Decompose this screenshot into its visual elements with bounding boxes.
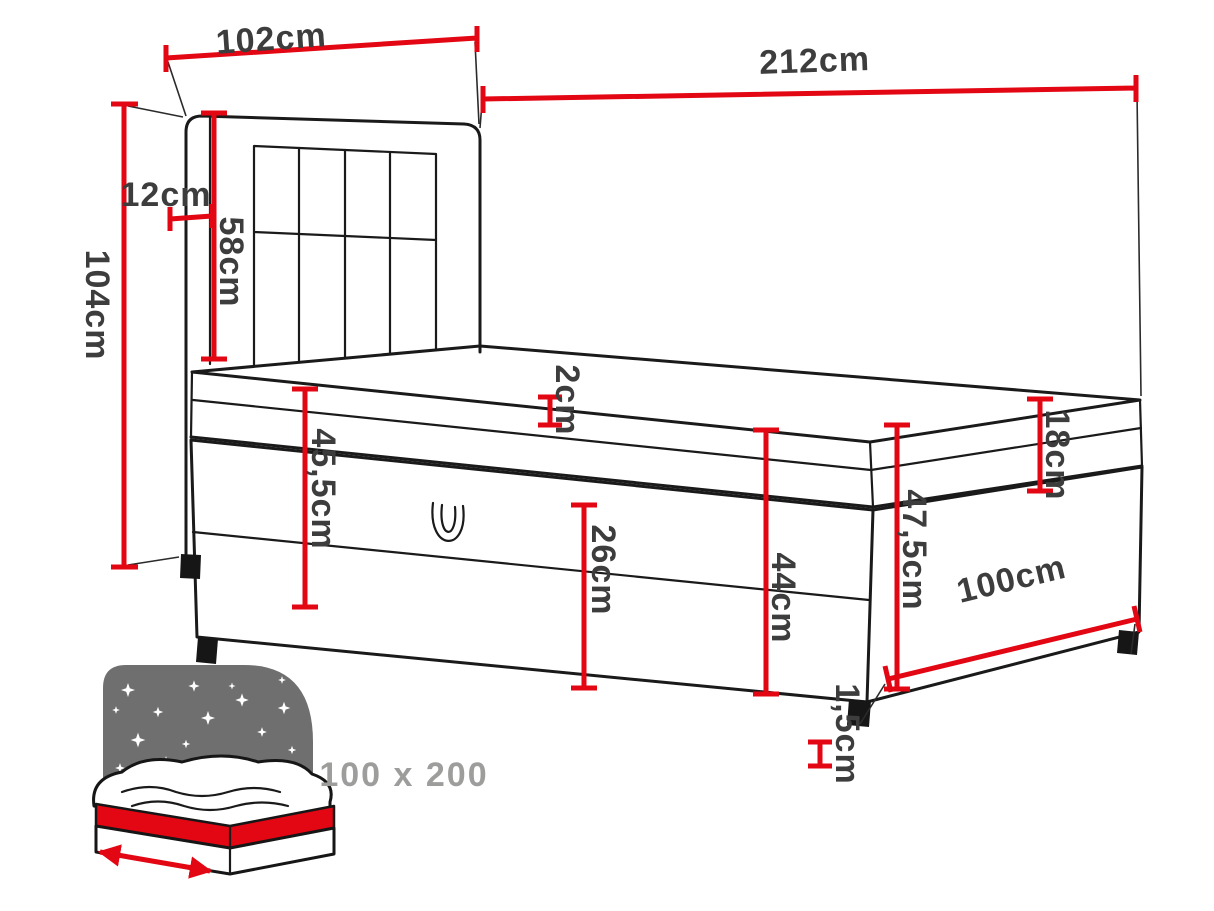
dimension-18-line	[1027, 396, 1053, 494]
dimension-45-5-label: 45,5cm	[304, 428, 342, 549]
dimension-45-5: 45,5cm	[292, 386, 342, 610]
mattress-corner-edges	[189, 370, 1144, 509]
dimension-44-line	[753, 427, 779, 697]
dimension-102: 102cm	[163, 16, 480, 125]
headboard-panel-dividers	[297, 146, 392, 240]
handle-loop	[431, 501, 465, 542]
bed-base-right-end	[865, 465, 1144, 704]
dimension-12: 12cm	[121, 176, 215, 231]
dimension-18: 18cm	[1027, 396, 1076, 501]
dimension-104-label: 104cm	[78, 250, 116, 361]
bed-size-icon: 100 x 200	[92, 665, 488, 879]
dimension-47-5-label: 47,5cm	[895, 489, 933, 610]
dimension-58-label: 58cm	[212, 217, 250, 308]
dimension-212-extensions	[479, 91, 1142, 397]
dimension-100-line	[882, 605, 1143, 693]
dimension-58-line	[201, 110, 227, 362]
dimension-102-line	[163, 26, 480, 72]
dimension-18-label: 18cm	[1038, 410, 1076, 501]
dimension-45-5-line	[292, 386, 318, 610]
dimension-100-label: 100cm	[953, 548, 1070, 611]
rear-right-foot	[1117, 630, 1139, 655]
icon-width-arrow	[97, 844, 213, 879]
dimension-1-5: 1,5cm	[808, 683, 866, 785]
dimension-44-label: 44cm	[764, 553, 802, 644]
icon-duvet	[92, 754, 333, 832]
dimension-100-extensions	[859, 623, 1136, 725]
headboard-channel-seams	[252, 230, 438, 368]
dimension-212: 212cm	[479, 40, 1142, 397]
dimension-26-line	[571, 502, 597, 691]
headboard-foot	[180, 554, 201, 579]
dimension-104-extensions	[127, 105, 184, 566]
headboard-outline	[184, 114, 482, 558]
dimension-102-extensions	[167, 41, 480, 125]
dimension-26-label: 26cm	[584, 525, 622, 616]
dimension-26: 26cm	[571, 502, 622, 691]
dimension-102-label: 102cm	[215, 16, 328, 62]
dimension-58: 58cm	[201, 110, 250, 362]
dimension-12-label: 12cm	[121, 176, 212, 214]
dimension-2-label: 2cm	[548, 364, 586, 435]
icon-duvet-stitching	[120, 785, 290, 812]
bed-line-drawing	[180, 114, 1144, 727]
dimension-212-line	[480, 75, 1139, 113]
dimension-2: 2cm	[538, 364, 586, 436]
icon-size-label: 100 x 200	[319, 756, 488, 794]
front-right-foot	[847, 699, 871, 727]
dimension-104-line	[111, 101, 138, 570]
dimension-44: 44cm	[753, 427, 802, 697]
dimension-47-5: 47,5cm	[884, 422, 933, 692]
dimension-1-5-line	[808, 739, 832, 769]
dimension-1-5-label: 1,5cm	[828, 683, 866, 784]
dimension-104: 104cm	[78, 101, 184, 570]
front-left-foot	[196, 637, 218, 664]
dimension-2-line	[538, 394, 562, 428]
dimension-212-label: 212cm	[759, 40, 871, 82]
